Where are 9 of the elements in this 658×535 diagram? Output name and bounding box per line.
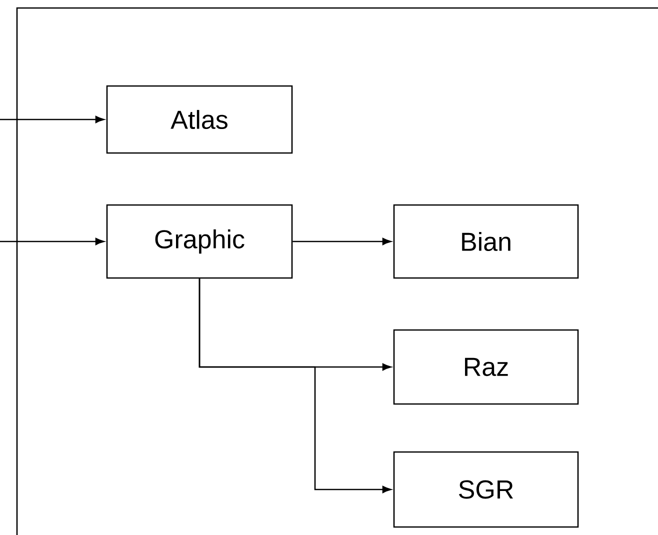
arrow bbox=[0, 116, 104, 124]
process-box: Raz bbox=[393, 329, 579, 405]
arrow bbox=[292, 238, 392, 246]
process-box: Bian bbox=[393, 204, 579, 279]
arrow bbox=[198, 278, 392, 494]
process-box: Graphic bbox=[106, 204, 293, 279]
process-box: Atlas bbox=[106, 85, 293, 154]
arrow bbox=[0, 238, 104, 246]
process-box: SGR bbox=[393, 451, 579, 528]
